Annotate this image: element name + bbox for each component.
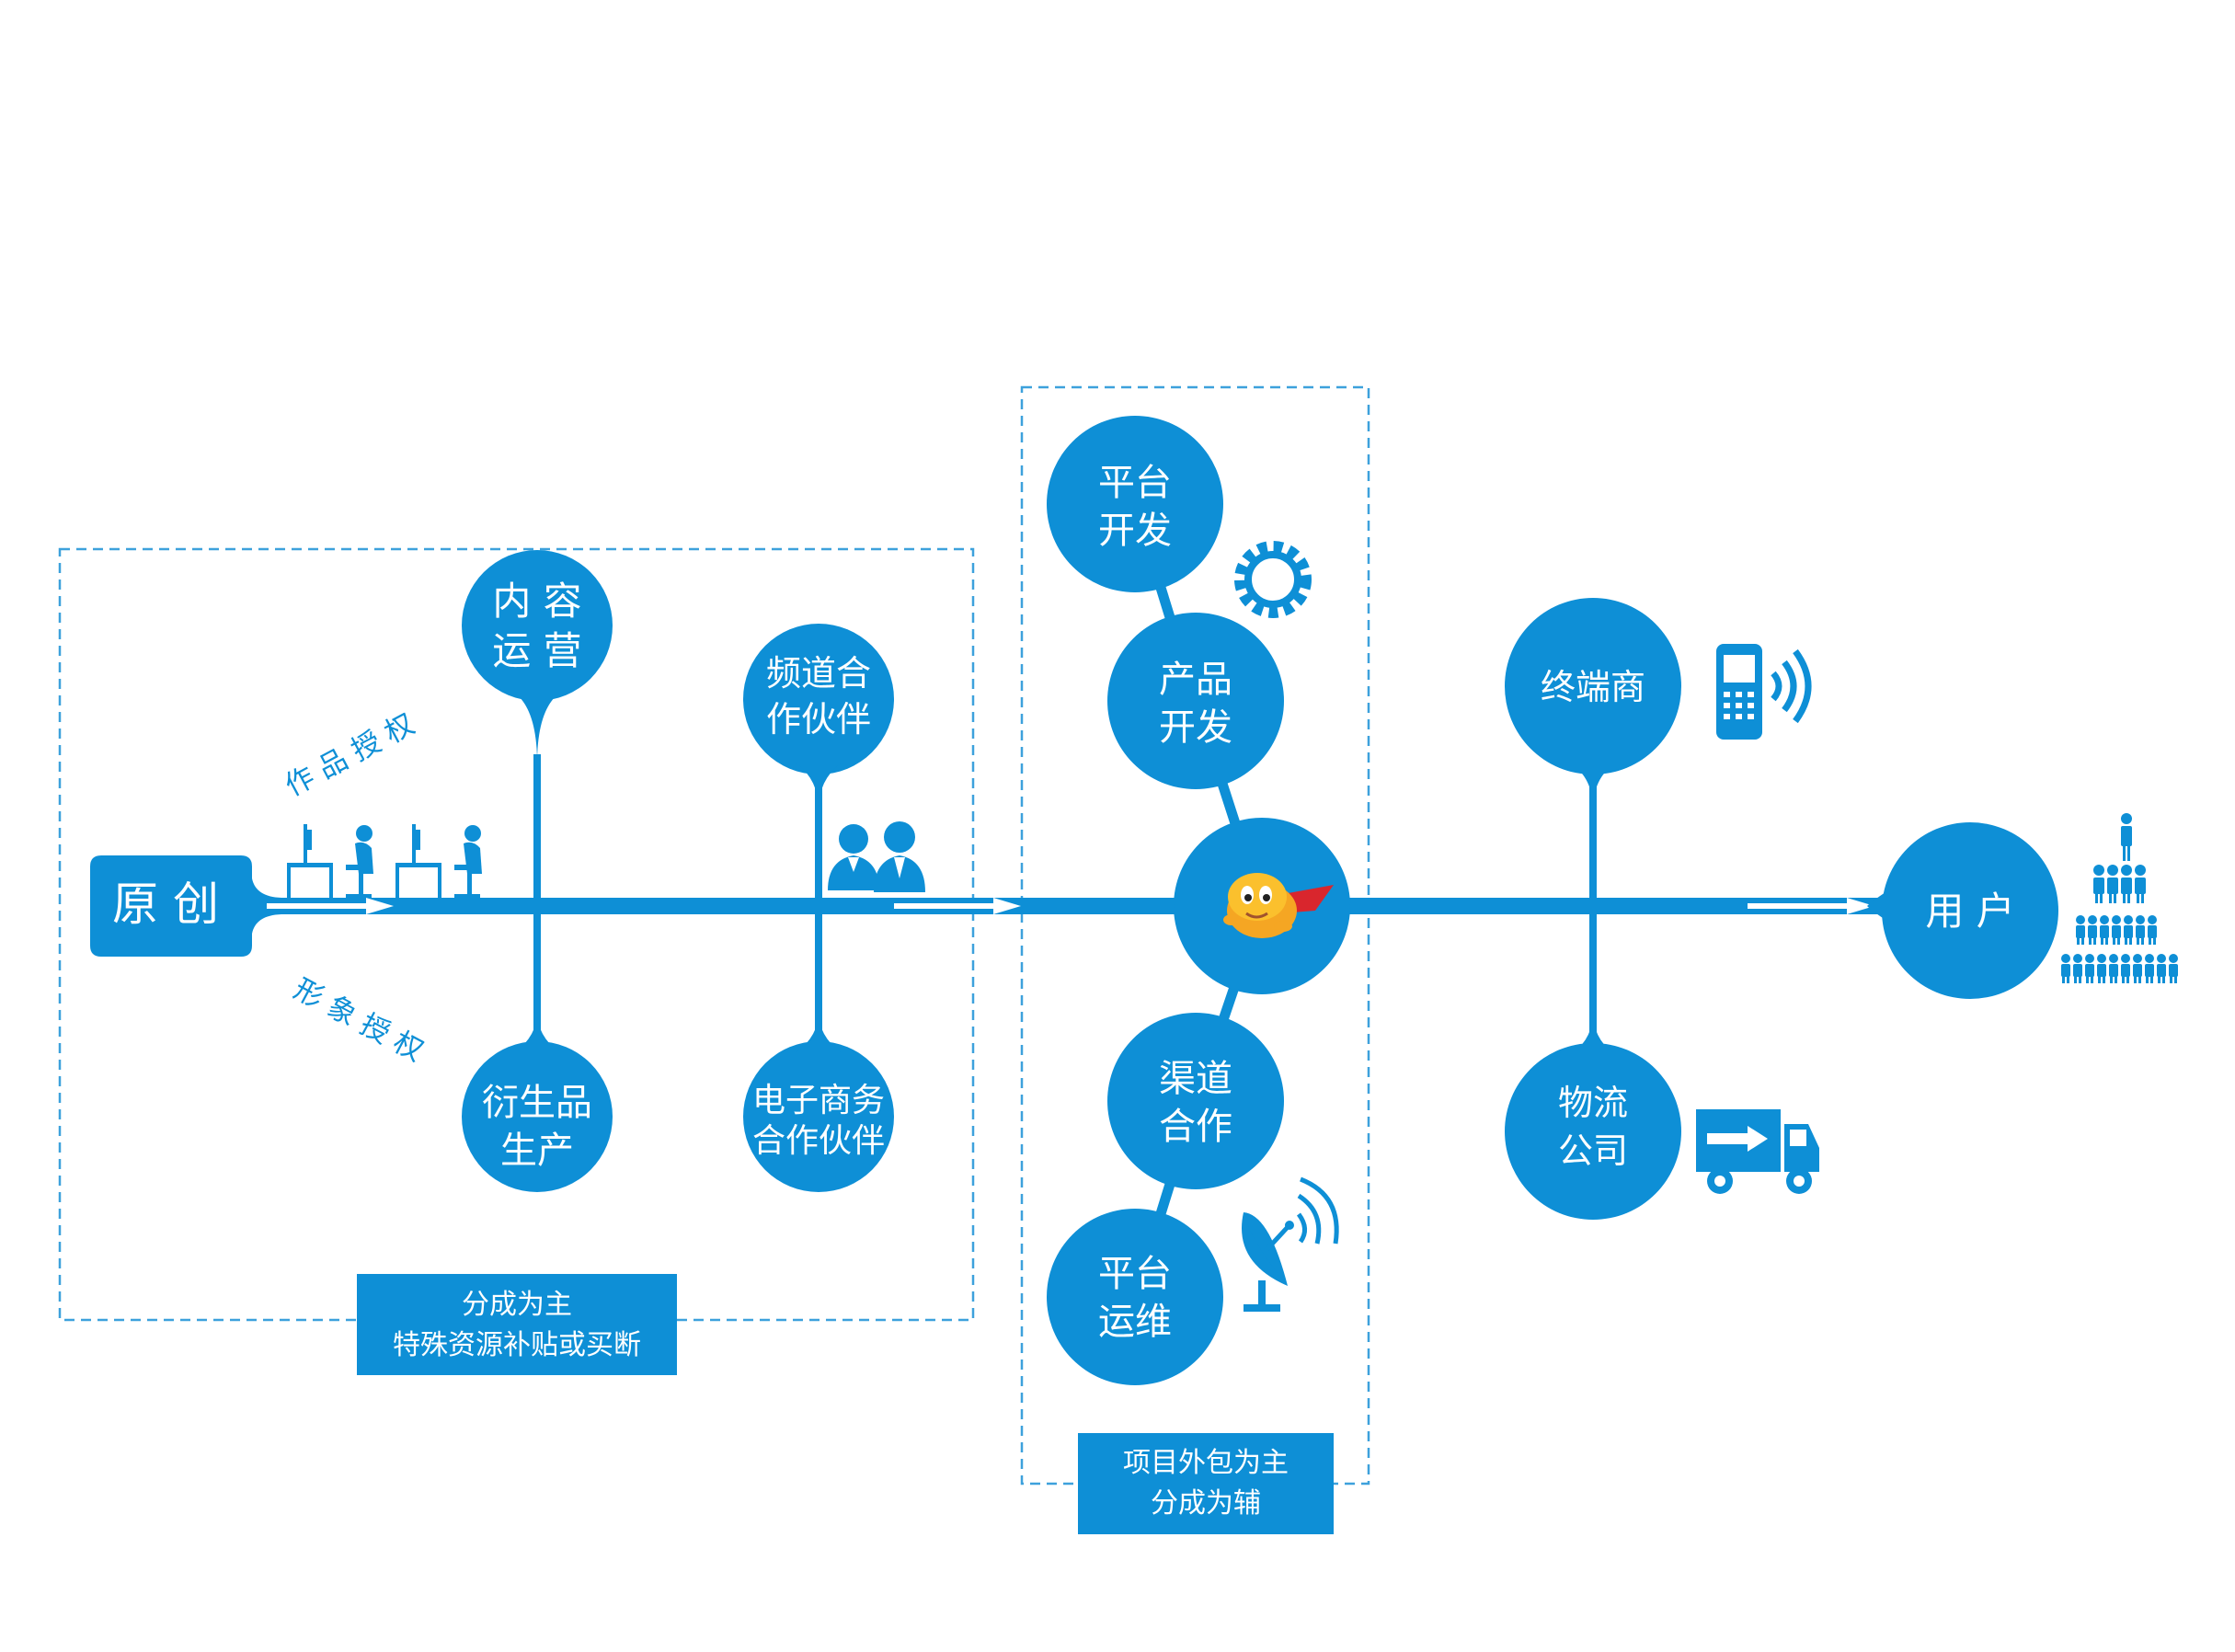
delivery-truck-icon (1696, 1109, 1819, 1194)
flow-arrow-2 (894, 898, 1021, 914)
node-logistics-line1: 物流 (1558, 1083, 1628, 1123)
node-terminal-vendor-line1: 终端商 (1541, 667, 1645, 707)
people-pyramid-icon (2061, 813, 2178, 983)
node-user-label: 用 户 (1925, 889, 2014, 934)
group-box-platform (1020, 385, 1370, 1486)
node-product-dev-line2: 开发 (1159, 706, 1232, 749)
business-people-icon (828, 821, 925, 892)
node-logistics[interactable]: 物流 公司 (1505, 1012, 1681, 1220)
node-derivatives[interactable]: 衍生品 生产 (462, 1012, 613, 1192)
node-ecommerce-partner-line1: 电子商务 (752, 1082, 885, 1119)
flow-arrow-1 (267, 898, 394, 914)
node-channel-coop-line1: 渠道 (1159, 1058, 1232, 1100)
node-derivatives-line1: 衍生品 (482, 1082, 592, 1124)
node-ecommerce-partner-line2: 合作伙伴 (752, 1122, 885, 1160)
note-revenue-share-line2: 特殊资源补贴或买断 (393, 1329, 641, 1361)
node-logistics-line2: 公司 (1558, 1130, 1628, 1171)
node-channel-partner[interactable]: 频道合 作伙伴 (743, 624, 894, 809)
note-outsourcing: 项目外包为主 分成为辅 (1078, 1433, 1334, 1534)
node-derivatives-line2: 生产 (500, 1130, 574, 1172)
node-content-ops-line2: 运 营 (492, 628, 581, 673)
note-outsourcing-line1: 项目外包为主 (1123, 1447, 1289, 1479)
node-ecommerce-partner[interactable]: 电子商务 合作伙伴 (743, 1012, 894, 1192)
node-user[interactable]: 用 户 (1867, 822, 2058, 999)
mobile-phone-icon (1716, 644, 1812, 740)
node-channel-partner-line2: 作伙伴 (766, 699, 871, 740)
note-outsourcing-line2: 分成为辅 (1151, 1487, 1261, 1520)
branch-label-work-licensing: 作 品 授 权 (280, 707, 419, 803)
stem-terminal-logistics (1589, 752, 1597, 1052)
branch-label-image-licensing: 形 象 授 权 (288, 972, 428, 1068)
mascot-icon (1223, 873, 1334, 938)
node-content-ops-line1: 内 容 (492, 579, 581, 624)
origin-box[interactable] (90, 855, 281, 957)
stem-channel-partner (815, 754, 822, 1050)
node-platform-ops-line1: 平台 (1098, 1253, 1172, 1295)
note-revenue-share-line1: 分成为主 (462, 1289, 572, 1321)
node-platform-ops[interactable]: 平台 运维 (1047, 1209, 1223, 1385)
satellite-dish-icon (1242, 1176, 1339, 1312)
main-flow-line (248, 898, 1885, 914)
node-terminal-vendor[interactable]: 终端商 (1505, 598, 1681, 809)
hub-node[interactable] (1174, 818, 1350, 994)
node-platform-ops-line2: 运维 (1098, 1301, 1172, 1343)
node-platform-dev[interactable]: 平台 开发 (1047, 416, 1223, 592)
node-product-dev[interactable]: 产品 开发 (1107, 613, 1284, 789)
node-content-ops[interactable]: 内 容 运 营 (462, 550, 613, 763)
office-worker-icon (287, 824, 482, 899)
node-channel-coop[interactable]: 渠道 合作 (1107, 1013, 1284, 1189)
gear-icon (1234, 541, 1312, 618)
node-product-dev-line1: 产品 (1159, 659, 1232, 701)
origin-label: 原 创 (112, 878, 219, 931)
stem-content-ops (533, 754, 541, 1050)
flow-arrow-3 (1748, 898, 1874, 914)
node-channel-coop-line2: 合作 (1159, 1106, 1232, 1148)
node-platform-dev-line1: 平台 (1098, 462, 1172, 504)
note-revenue-share: 分成为主 特殊资源补贴或买断 (357, 1274, 677, 1375)
node-platform-dev-line2: 开发 (1098, 510, 1172, 552)
node-channel-partner-line1: 频道合 (766, 653, 871, 694)
